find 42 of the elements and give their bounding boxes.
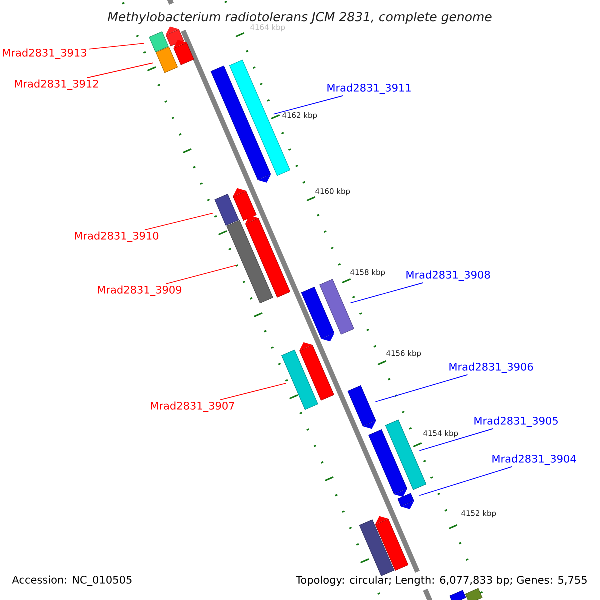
info-text: Accession: NC_010505 — [12, 576, 132, 586]
leader-line — [375, 374, 468, 402]
gene-label: Mrad2831_3906 — [450, 362, 534, 374]
gene-label: Mrad2831_3908 — [406, 270, 490, 282]
gene-label: Mrad2831_3911 — [328, 84, 411, 94]
leader-line — [350, 282, 424, 304]
gene-feature — [166, 26, 184, 47]
gene-feature — [375, 516, 409, 571]
gene-feature — [359, 520, 395, 576]
title: Methylobacterium radiotolerans JCM 2831, complete genome — [108, 12, 492, 24]
gene-feature — [233, 188, 257, 221]
gene-feature — [348, 386, 376, 430]
gene-label: Mrad2831_3904 — [492, 454, 576, 466]
gene-feature — [320, 279, 354, 335]
gene-feature — [301, 287, 335, 342]
gene-feature — [245, 216, 291, 298]
gene-feature — [156, 46, 178, 74]
gene-feature — [300, 342, 334, 401]
gene-feature — [368, 430, 408, 498]
gene-label: Mrad2831_3909 — [98, 286, 182, 296]
gene-feature — [149, 32, 169, 52]
leader-line — [273, 96, 344, 115]
gene-label: Mrad2831_3905 — [474, 416, 558, 428]
leader-line — [88, 43, 145, 50]
gene-feature — [450, 590, 466, 600]
leader-line — [419, 428, 494, 452]
gene-feature — [210, 66, 272, 183]
leader-line — [86, 62, 154, 78]
gene-label: Mrad2831_3910 — [75, 232, 159, 242]
gene-feature — [174, 40, 194, 66]
leader-line — [220, 383, 286, 400]
gene-feature — [226, 220, 274, 304]
info-text: Topology: circular; Length: 6,077,833 bp; Genes: 5,755 — [296, 576, 587, 586]
gene-label: Mrad2831_3912 — [15, 80, 98, 90]
gene-feature — [465, 588, 483, 600]
gene-label: Mrad2831_3913 — [3, 48, 86, 60]
leader-line — [419, 466, 512, 496]
gene-label: Mrad2831_3907 — [151, 402, 234, 412]
leader-line — [166, 265, 237, 284]
gene-feature — [214, 194, 240, 226]
gene-feature — [282, 350, 318, 410]
leader-line — [144, 213, 214, 230]
